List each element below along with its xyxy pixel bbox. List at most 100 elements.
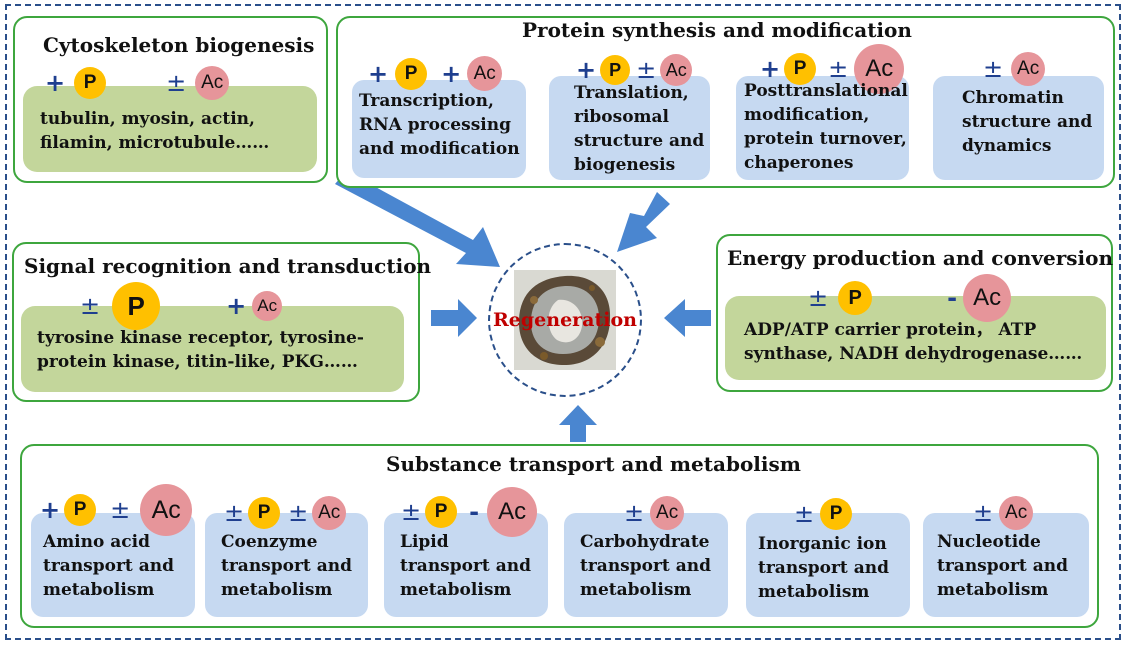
cytoskeleton-modifications: + P ± Ac <box>45 66 230 100</box>
cytoskeleton-title: Cytoskeleton biogenesis <box>43 33 315 57</box>
energy-content <box>725 296 1106 380</box>
plus-minus-sign: ± <box>224 499 245 527</box>
lipid-modifications: ± P - Ac <box>401 487 538 537</box>
item-line: transport and <box>400 556 531 576</box>
inorganic-ion-modifications: ± P <box>794 498 853 530</box>
plus-minus-sign: ± <box>288 499 309 527</box>
acetylation-icon: Ac <box>999 496 1034 530</box>
outer-dashed-frame <box>5 4 1121 640</box>
phosphorylation-icon: P <box>64 494 97 526</box>
phosphorylation-icon: P <box>600 55 631 85</box>
plus-minus-sign: ± <box>828 55 849 83</box>
minus-sign: - <box>469 498 480 526</box>
minus-sign: - <box>947 284 958 312</box>
acetylation-icon: Ac <box>195 66 230 100</box>
chromatin-text: Chromatin structure and dynamics <box>962 86 1092 158</box>
step-line: chaperones <box>744 153 854 173</box>
acetylation-icon: Ac <box>487 487 538 537</box>
arrow-substance-to-center <box>559 405 597 442</box>
protein-step-transcription <box>352 80 526 178</box>
acetylation-icon: Ac <box>467 56 503 91</box>
step-line: and modification <box>359 139 520 159</box>
step-line: Transcription, <box>359 91 494 111</box>
posttranslational-text: Posttranslational modification, protein … <box>744 79 908 175</box>
plus-sign: + <box>45 69 66 97</box>
step-line: ribosomal <box>574 107 670 127</box>
plus-minus-sign: ± <box>401 498 422 526</box>
acetylation-icon: Ac <box>963 274 1012 322</box>
phosphorylation-icon: P <box>820 498 853 530</box>
translation-modifications: + P ± Ac <box>576 54 693 86</box>
translation-text: Translation, ribosomal structure and bio… <box>574 81 704 177</box>
lipid-text: Lipid transport and metabolism <box>400 530 531 602</box>
nucleotide-text: Nucleotide transport and metabolism <box>937 530 1068 602</box>
plus-sign: + <box>760 55 781 83</box>
protein-step-translation <box>549 76 710 180</box>
arrow-cytoskeleton-to-center <box>335 171 500 267</box>
carbohydrate-text: Carbohydrate transport and metabolism <box>580 530 711 602</box>
plus-minus-sign: ± <box>636 56 657 84</box>
acetylation-icon: Ac <box>660 54 693 86</box>
signal-content <box>21 306 404 392</box>
signal-text: tyrosine kinase receptor, tyrosine- prot… <box>37 326 364 374</box>
plus-sign: + <box>40 496 61 524</box>
cytoskeleton-line: tubulin, myosin, actin, <box>40 109 255 129</box>
step-line: dynamics <box>962 136 1052 156</box>
transcription-text: Transcription, RNA processing and modifi… <box>359 89 520 161</box>
acetylation-icon: Ac <box>854 44 905 94</box>
phosphorylation-icon: P <box>74 67 107 99</box>
phosphorylation-icon: P <box>395 57 428 90</box>
arrow-protein-to-center <box>617 192 670 252</box>
step-line: biogenesis <box>574 155 676 175</box>
plus-minus-sign: ± <box>80 292 101 320</box>
plus-minus-sign: ± <box>624 499 645 527</box>
acetylation-icon: Ac <box>650 496 685 530</box>
item-line: Coenzyme <box>221 532 318 552</box>
arrow-energy-to-center <box>664 299 711 337</box>
amino-acid-text: Amino acid transport and metabolism <box>43 530 174 602</box>
signal-line: tyrosine kinase receptor, tyrosine- <box>37 328 364 348</box>
item-line: transport and <box>937 556 1068 576</box>
plus-minus-sign: ± <box>973 499 994 527</box>
amino-acid-modifications: + P ± Ac <box>40 484 193 536</box>
item-line: Nucleotide <box>937 532 1041 552</box>
plus-sign: + <box>226 292 247 320</box>
cytoskeleton-text: tubulin, myosin, actin, filamin, microtu… <box>40 107 269 155</box>
item-line: Inorganic ion <box>758 534 887 554</box>
tissue-photo <box>514 270 616 370</box>
signal-line: protein kinase, titin-like, PKG…… <box>37 352 358 372</box>
plus-sign: + <box>368 59 389 88</box>
plus-minus-sign: ± <box>983 55 1004 83</box>
energy-title: Energy production and conversion <box>727 246 1113 270</box>
plus-minus-sign: ± <box>808 284 829 312</box>
regeneration-circle <box>488 243 642 397</box>
item-line: Carbohydrate <box>580 532 710 552</box>
phosphorylation-icon: P <box>425 496 458 528</box>
item-line: transport and <box>580 556 711 576</box>
carbohydrate-modifications: ± Ac <box>624 496 685 530</box>
plus-minus-sign: ± <box>166 69 187 97</box>
substance-item-nucleotide <box>923 513 1089 617</box>
regeneration-label: Regeneration <box>493 309 637 331</box>
protein-step-chromatin <box>933 76 1104 180</box>
item-line: Lipid <box>400 532 449 552</box>
arrow-signal-to-center <box>431 299 477 337</box>
energy-line: ADP/ATP carrier protein， ATP <box>744 320 1037 340</box>
acetylation-icon: Ac <box>312 496 347 530</box>
item-line: transport and <box>758 558 889 578</box>
step-line: Translation, <box>574 83 689 103</box>
substance-title: Substance transport and metabolism <box>386 452 801 476</box>
coenzyme-modifications: ± P ± Ac <box>224 496 347 530</box>
item-line: metabolism <box>937 580 1049 600</box>
acetylation-icon: Ac <box>252 291 283 321</box>
substance-item-carbohydrate <box>564 513 728 617</box>
plus-minus-sign: ± <box>794 500 815 528</box>
step-line: structure and <box>962 112 1093 132</box>
item-line: Amino acid <box>43 532 150 552</box>
step-line: Posttranslational <box>744 81 908 101</box>
phosphorylation-icon: P <box>112 282 161 330</box>
substance-item-coenzyme <box>205 513 368 617</box>
transcription-modifications: + P + Ac <box>368 56 503 91</box>
step-line: modification, <box>744 105 870 125</box>
